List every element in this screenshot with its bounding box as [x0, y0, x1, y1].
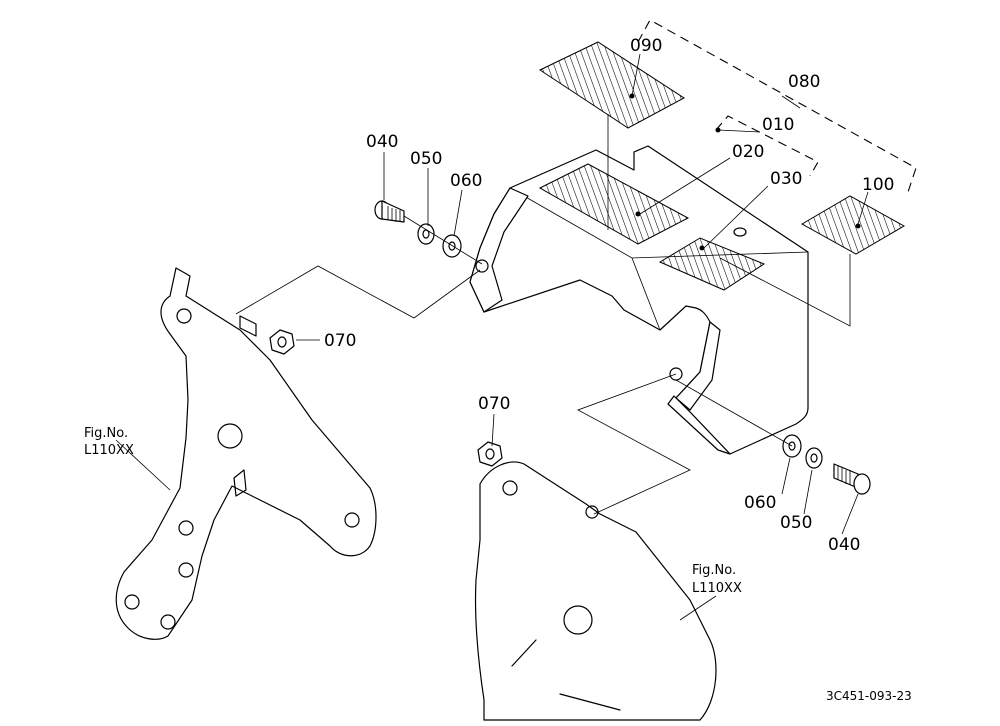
decal-090: [538, 41, 685, 129]
figure-ref-right: Fig.No. L110XX: [692, 563, 742, 596]
callout-080: 080: [788, 72, 820, 92]
nut-070-mid: [477, 441, 503, 467]
callout-030: 030: [770, 169, 802, 189]
callout-040-top: 040: [366, 132, 398, 152]
callout-060-bottom: 060: [744, 493, 776, 513]
decal-020: [538, 163, 690, 245]
kit-bracket-010: [715, 115, 819, 177]
decal-030: [658, 237, 766, 291]
callout-010: 010: [762, 115, 794, 135]
assembly-guide-lines: [235, 114, 851, 515]
figure-ref-left-line2: L110XX: [84, 443, 134, 458]
callout-090: 090: [630, 36, 662, 56]
washer-050-top: [417, 223, 435, 245]
left-frame-bracket: [115, 267, 377, 640]
callout-050-bottom: 050: [780, 513, 812, 533]
bolt-040-top: [374, 200, 405, 223]
drawing-code: 3C451-093-23: [826, 689, 912, 703]
washer-050-bottom: [805, 447, 823, 469]
callout-070-left: 070: [324, 331, 356, 351]
callout-050-top: 050: [410, 149, 442, 169]
callout-060-top: 060: [450, 171, 482, 191]
callout-070-mid: 070: [478, 394, 510, 414]
figure-ref-left-line1: Fig.No.: [84, 426, 128, 441]
leader-lines: [115, 53, 869, 621]
decal-100: [800, 195, 906, 255]
right-frame-bracket: [474, 461, 717, 721]
nut-070-left: [269, 329, 295, 355]
callout-100: 100: [862, 175, 894, 195]
figure-ref-right-line1: Fig.No.: [692, 563, 736, 578]
cover-010: [469, 127, 809, 455]
figure-ref-left: Fig.No. L110XX: [84, 426, 134, 458]
kit-bracket-080: [637, 19, 917, 193]
callout-labels: 040 050 060 070 070 090 080 010 020 030 …: [324, 36, 894, 555]
callout-020: 020: [732, 142, 764, 162]
bolt-040-bottom: [833, 463, 871, 495]
callout-040-bottom: 040: [828, 535, 860, 555]
figure-ref-right-line2: L110XX: [692, 581, 742, 596]
